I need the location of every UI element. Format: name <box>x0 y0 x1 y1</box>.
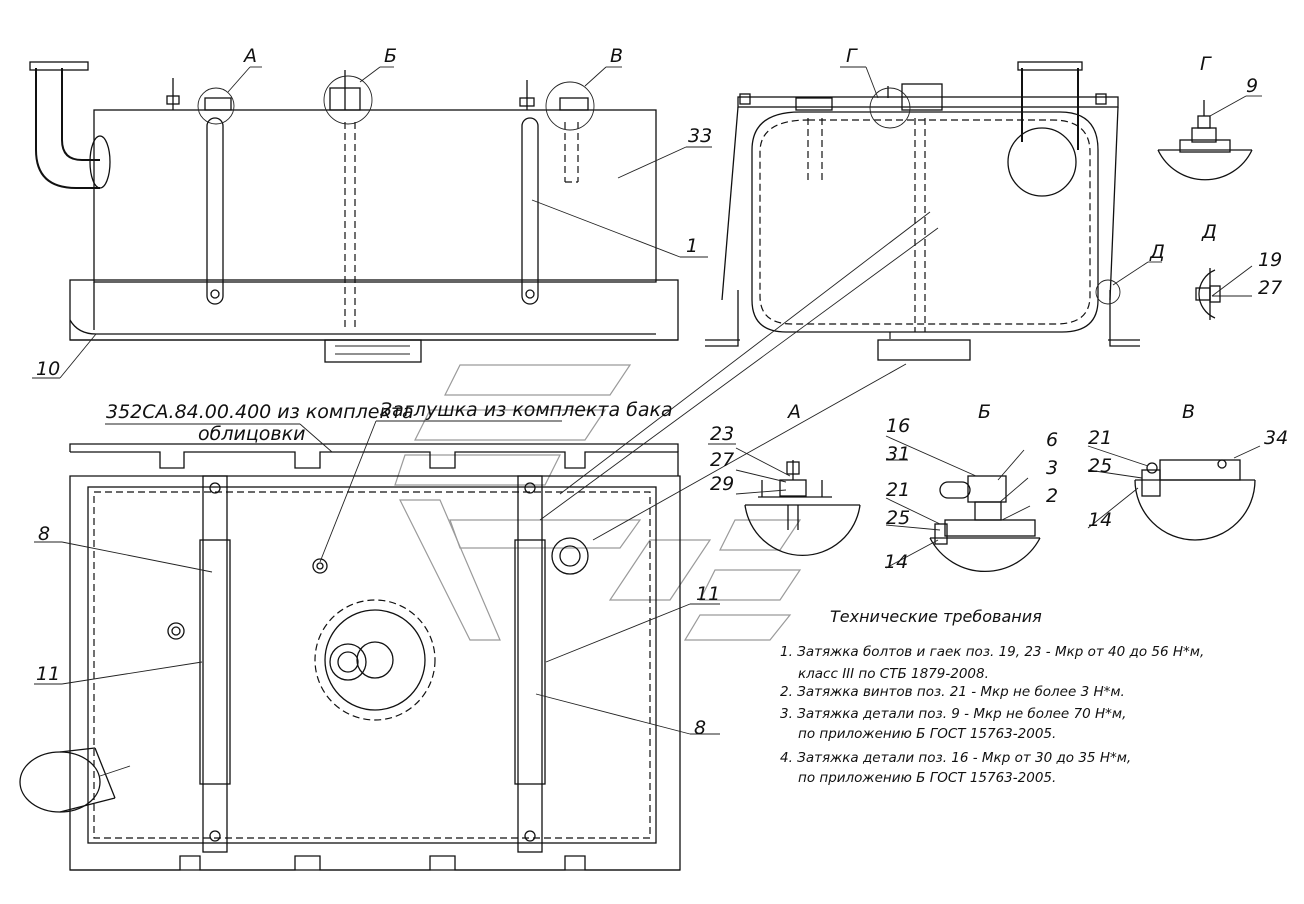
watermark-logo <box>394 364 802 641</box>
callout-23: 23 <box>710 423 734 445</box>
view-label-d-callout: Д <box>1149 241 1165 263</box>
detail-view-d <box>1195 268 1221 320</box>
facing-kit-note-line1: 352СА.84.00.400 из комплекта <box>106 401 414 423</box>
callout-11-right: 11 <box>696 583 720 605</box>
requirement-line-7: по приложению Б ГОСТ 15763-2005. <box>798 770 1056 786</box>
callout-8-left: 8 <box>38 523 50 545</box>
view-label-g-title: Г <box>1200 53 1212 75</box>
leader-lines <box>32 66 1262 735</box>
view-label-b: Б <box>384 45 397 67</box>
detail-view-b <box>929 475 1041 572</box>
plug-note: Заглушка из комплекта бака <box>380 399 673 421</box>
callout-14-b: 14 <box>884 551 908 573</box>
detail-view-v <box>1134 459 1256 541</box>
requirement-line-4: 3. Затяжка детали поз. 9 - Мкр не более … <box>780 706 1126 722</box>
detail-view-g <box>1157 100 1253 181</box>
callout-25-v: 25 <box>1088 455 1112 477</box>
callout-34: 34 <box>1264 427 1288 449</box>
requirement-line-1: 1. Затяжка болтов и гаек поз. 19, 23 - М… <box>780 644 1204 660</box>
callout-19: 19 <box>1258 249 1282 271</box>
plan-view-tank <box>19 443 681 871</box>
callout-27-a: 27 <box>710 449 734 471</box>
end-view-tank <box>705 61 1140 361</box>
callout-1: 1 <box>686 235 698 257</box>
callout-21-b: 21 <box>886 479 910 501</box>
view-label-v: В <box>610 45 623 67</box>
callout-10: 10 <box>36 358 60 380</box>
view-label-a: А <box>242 45 257 67</box>
callout-14-v: 14 <box>1088 509 1112 531</box>
requirement-line-6: 4. Затяжка детали поз. 16 - Мкр от 30 до… <box>780 750 1131 766</box>
callout-labels: А Б В 33 1 10 Г Г 9 Д Д 19 27 352СА.84.0… <box>36 45 1288 739</box>
callout-3: 3 <box>1046 457 1058 479</box>
callout-27-d: 27 <box>1258 277 1282 299</box>
callout-11-left: 11 <box>36 663 60 685</box>
callout-16: 16 <box>886 415 910 437</box>
callout-6: 6 <box>1046 429 1058 451</box>
facing-kit-note-line2: облицовки <box>198 423 305 445</box>
requirement-line-5: по приложению Б ГОСТ 15763-2005. <box>798 726 1056 742</box>
view-label-a-title: А <box>786 401 801 423</box>
callout-2: 2 <box>1046 485 1058 507</box>
requirement-line-2: класс III по СТБ 1879-2008. <box>798 666 989 682</box>
view-label-b-title: Б <box>978 401 991 423</box>
callout-25-b: 25 <box>886 507 910 529</box>
side-view-tank <box>29 61 679 363</box>
technical-requirements: Технические требования 1. Затяжка болтов… <box>780 607 1204 786</box>
callout-31: 31 <box>886 443 910 465</box>
callout-21-v: 21 <box>1088 427 1112 449</box>
callout-9: 9 <box>1246 75 1258 97</box>
requirements-title: Технические требования <box>830 607 1042 626</box>
view-label-g-callout: Г <box>846 45 858 67</box>
view-label-v-title: В <box>1182 401 1195 423</box>
detail-view-a <box>744 460 861 556</box>
view-label-d-title: Д <box>1201 221 1217 243</box>
callout-8-right: 8 <box>694 717 706 739</box>
callout-29: 29 <box>710 473 734 495</box>
requirement-line-3: 2. Затяжка винтов поз. 21 - Мкр не более… <box>780 684 1125 700</box>
callout-33: 33 <box>688 125 712 147</box>
